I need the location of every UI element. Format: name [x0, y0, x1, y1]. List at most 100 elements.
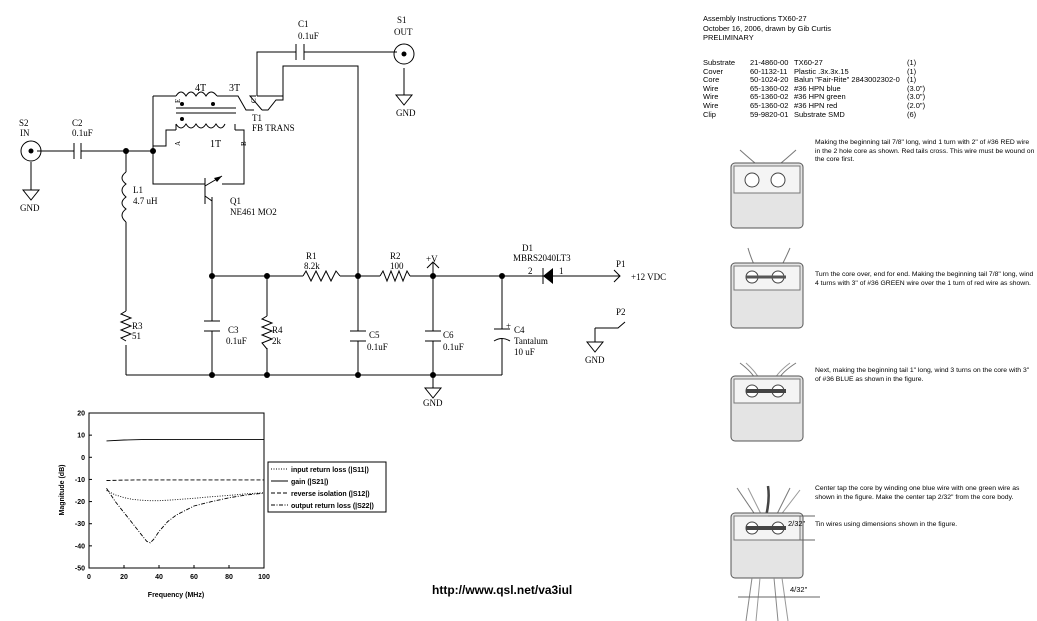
s2-ref: S2	[19, 118, 29, 128]
part-desc: #36 HPN red	[794, 100, 838, 110]
t1-pin-e: E	[174, 99, 182, 103]
t1-3t-label: 3T	[229, 83, 240, 94]
part-number: 21-4860-00	[750, 58, 789, 67]
part-qty: (6)	[907, 109, 917, 119]
assembly-date-line: October 16, 2006, drawn by Gib Curtis	[703, 23, 831, 33]
chart-plot-area	[88, 412, 265, 569]
c4-ref: C4	[514, 325, 525, 335]
p2-ref: P2	[616, 307, 626, 317]
part-desc: Balun "Fair-Rite" 2843002302-0	[794, 75, 900, 85]
r2-ref: R2	[390, 251, 401, 261]
assembly-status: PRELIMINARY	[703, 33, 754, 42]
ground-symbol-s2	[21, 189, 41, 201]
legend-label-s11: input return loss (|S11|)	[291, 467, 369, 474]
parts-row: Clip 59-9820-01 Substrate SMD (6)	[703, 109, 925, 120]
part-item: Wire	[703, 92, 719, 102]
part-item: Substrate	[703, 58, 736, 67]
r1-ref: R1	[306, 251, 317, 261]
legend-label-s22: output return loss (|S22|)	[291, 503, 374, 510]
s1-ref: S1	[397, 15, 407, 25]
l1-ref: L1	[133, 185, 143, 195]
part-number: 59-9820-01	[750, 109, 789, 119]
part-qty: (1)	[907, 66, 917, 76]
t1-pin-c: C	[250, 98, 258, 103]
y-tick-label: -20	[75, 499, 85, 506]
part-desc: TX60-27	[794, 58, 823, 67]
series-line-4	[106, 488, 265, 544]
capacitor-c5	[350, 330, 366, 342]
ground-symbol-p2	[585, 341, 605, 353]
assembly-title: Assembly Instructions TX60-27	[703, 14, 807, 23]
c4-type: Tantalum	[514, 336, 548, 346]
part-item: Core	[703, 75, 720, 85]
part-number: 65-1360-02	[750, 83, 789, 93]
s2-gnd-label: GND	[20, 203, 40, 213]
parts-row: Core 50-1024-20 Balun "Fair-Rite" 284300…	[703, 76, 925, 85]
core-illustration-3	[730, 362, 804, 442]
p1-label: +12 VDC	[631, 272, 666, 282]
d1-pin1: 1	[559, 266, 564, 276]
y-tick-label: 20	[77, 411, 85, 418]
parts-row: Wire 65-1360-02 #36 HPN blue (3.0")	[703, 83, 925, 94]
y-tick-label: -30	[75, 521, 85, 528]
capacitor-c3	[204, 320, 220, 332]
t1-ref: T1	[252, 113, 262, 123]
c1-ref: C1	[298, 19, 309, 29]
part-number: 50-1024-20	[750, 75, 789, 85]
part-number: 60-1132-11	[750, 66, 788, 76]
core-illustration-2	[730, 247, 804, 329]
part-item: Clip	[703, 109, 716, 119]
part-qty: (3.0")	[907, 92, 926, 102]
capacitor-c1	[295, 44, 305, 60]
part-item: Wire	[703, 100, 719, 110]
y-tick-label: -50	[75, 566, 85, 573]
capacitor-c2	[73, 143, 82, 159]
assembly-step-4-note: Tin wires using dimensions shown in the …	[815, 521, 958, 528]
assembly-step-4: Center tap the core by winding one blue …	[815, 485, 1020, 501]
r3-value: 51	[132, 331, 141, 341]
part-qty: (1)	[907, 75, 917, 85]
connector-s2	[20, 140, 42, 162]
part-number: 65-1360-02	[750, 100, 789, 110]
c3-ref: C3	[228, 325, 239, 335]
x-tick-label: 60	[190, 574, 198, 581]
series-line-1	[106, 490, 265, 502]
t1-pin-b: B	[240, 141, 248, 146]
terminal-p1	[613, 269, 621, 283]
c5-ref: C5	[369, 330, 380, 340]
r4-value: 2k	[272, 336, 282, 346]
r1-value: 8.2k	[304, 261, 320, 271]
schematic-wires	[30, 51, 626, 388]
resistor-r3	[119, 310, 133, 342]
series-line-3	[106, 479, 264, 481]
d1-ref: D1	[522, 243, 533, 253]
parts-row: Wire 65-1360-02 #36 HPN red (2.0")	[703, 100, 926, 111]
assembly-header: Assembly Instructions TX60-27 October 16…	[703, 14, 831, 43]
parts-row: Wire 65-1360-02 #36 HPN green (3.0")	[703, 93, 925, 102]
part-desc: #36 HPN blue	[794, 83, 841, 93]
parts-list: Substrate 21-4860-00 TX60-27 (1) Cover 6…	[703, 58, 926, 120]
part-desc: Plastic .3x.3x.15	[794, 66, 849, 76]
t1-pin-a: A	[174, 141, 182, 146]
q1-ref: Q1	[230, 196, 241, 206]
part-item: Wire	[703, 83, 719, 93]
inductor-l1	[121, 171, 127, 223]
q1-part: NE461 MO2	[230, 207, 277, 217]
part-qty: (2.0")	[907, 100, 926, 110]
chart-xlabel: Frequency (MHz)	[148, 592, 204, 599]
r2-value: 100	[390, 261, 404, 271]
capacitor-c4	[493, 328, 511, 342]
legend-label-s21: gain (|S21|)	[291, 479, 328, 486]
r4-ref: R4	[272, 325, 283, 335]
l1-value: 4.7 uH	[133, 196, 158, 206]
d1-part: MBRS2040LT3	[513, 253, 571, 263]
c1-value: 0.1uF	[298, 31, 319, 41]
x-tick-label: 0	[87, 574, 91, 581]
ground-symbol-main	[423, 387, 443, 399]
vplus-arrow	[426, 261, 440, 269]
part-qty: (1)	[907, 58, 917, 67]
main-gnd-label: GND	[423, 398, 443, 408]
junction-dots	[123, 148, 505, 378]
